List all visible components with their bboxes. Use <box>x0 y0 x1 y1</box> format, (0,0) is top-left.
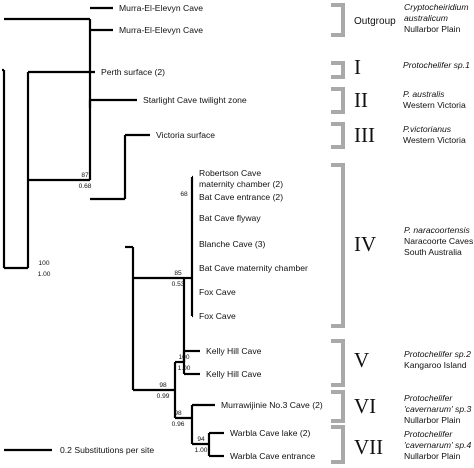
support-top: 68 <box>180 191 188 198</box>
clade-bracket-vi <box>331 390 345 423</box>
support-bottom: 1.00 <box>38 271 51 278</box>
clade-description-vii: Nullarbor Plain <box>404 451 461 461</box>
clade-description-outgroup: Cryptocheiridium <box>404 2 468 12</box>
support-top: 94 <box>197 436 205 443</box>
support-top: 100 <box>38 260 49 267</box>
tip-label: Kelly Hill Cave <box>206 346 262 356</box>
clade-description-v: Kangaroo Island <box>404 360 467 370</box>
tip-label: Fox Cave <box>199 287 236 297</box>
clade-description-outgroup: Nullarbor Plain <box>404 24 461 34</box>
support-bottom: 1.00 <box>178 365 191 372</box>
clade-description-iii: P.victorianus <box>403 124 452 134</box>
tip-label: Kelly Hill Cave <box>206 369 262 379</box>
support-top: 85 <box>174 270 182 277</box>
clade-description-ii: Western Victoria <box>403 100 466 110</box>
clade-bracket-outgroup <box>331 3 345 37</box>
tip-label-line2: maternity chamber (2) <box>199 179 283 189</box>
support-bottom: 0.68 <box>79 183 92 190</box>
scale-bar: 0.2 Substitutions per site <box>4 445 154 455</box>
tip-label: Starlight Cave twilight zone <box>143 95 247 105</box>
clade-annotations: OutgroupCryptocheiridiumaustralicumNulla… <box>331 2 473 464</box>
clade-description-iv: Naracoorte Caves <box>404 236 473 246</box>
tip-label: Victoria surface <box>156 130 215 140</box>
support-top: 98 <box>174 410 182 417</box>
clade-description-i: Protochelifer sp.1 <box>403 60 470 70</box>
support-bottom: 1.00 <box>195 447 208 454</box>
clade-numeral-v: V <box>354 348 369 372</box>
clade-description-iv: South Australia <box>404 247 462 257</box>
clade-description-outgroup: australicum <box>404 13 448 23</box>
clade-bracket-vii <box>331 425 345 464</box>
clade-numeral-iii: III <box>354 123 375 147</box>
clade-description-vi: Nullarbor Plain <box>404 415 461 425</box>
support-top: 98 <box>159 382 167 389</box>
support-bottom: 0.99 <box>157 393 170 400</box>
tree-branches <box>2 6 224 458</box>
tip-label: Warbla Cave entrance <box>230 451 315 461</box>
support-values: 100 1.00 87 0.68 98 0.99 85 0.53 68 100 1.00 98 0.96… <box>38 172 208 454</box>
support-bottom: 0.53 <box>172 281 185 288</box>
clade-description-vi: Protochelifer <box>404 393 453 403</box>
tip-label: Bat Cave maternity chamber <box>199 263 308 273</box>
tip-label: Murra-El-Elevyn Cave <box>119 3 203 13</box>
tip-label: Robertson Cave <box>199 168 261 178</box>
tip-label: Perth surface (2) <box>101 67 165 77</box>
clade-bracket-i <box>331 61 345 79</box>
clade-bracket-ii <box>331 87 345 114</box>
clade-numeral-ii: II <box>354 88 368 112</box>
clade-description-ii: P. australis <box>403 89 445 99</box>
clade-numeral-i: I <box>354 55 361 79</box>
tip-label: Murrawijinie No.3 Cave (2) <box>221 400 323 410</box>
clade-bracket-iv <box>331 163 345 328</box>
tip-label: Warbla Cave lake (2) <box>230 428 311 438</box>
support-top: 100 <box>178 354 189 361</box>
clade-numeral-outgroup: Outgroup <box>354 16 396 27</box>
clade-description-iii: Western Victoria <box>403 135 466 145</box>
clade-numeral-vii: VII <box>354 435 383 459</box>
tip-label: Bat Cave entrance (2) <box>199 192 283 202</box>
clade-bracket-v <box>331 339 345 387</box>
support-bottom: 0.96 <box>172 421 185 428</box>
support-top: 87 <box>81 172 89 179</box>
clade-numeral-iv: IV <box>354 232 376 256</box>
clade-description-vi: 'cavernarum' sp.3 <box>404 404 472 414</box>
tip-label: Blanche Cave (3) <box>199 239 266 249</box>
clade-description-iv: P. naracoortensis <box>404 225 470 235</box>
scale-bar-label: 0.2 Substitutions per site <box>60 445 154 455</box>
tip-label: Murra-El-Elevyn Cave <box>119 25 203 35</box>
clade-bracket-iii <box>331 122 345 149</box>
tip-label: Fox Cave <box>199 311 236 321</box>
clade-description-v: Protochelifer sp.2 <box>404 349 471 359</box>
clade-description-vii: 'cavernarum' sp.4 <box>404 440 472 450</box>
tip-label: Bat Cave flyway <box>199 213 261 223</box>
clade-numeral-vi: VI <box>354 394 376 418</box>
clade-description-vii: Protochelifer <box>404 429 453 439</box>
